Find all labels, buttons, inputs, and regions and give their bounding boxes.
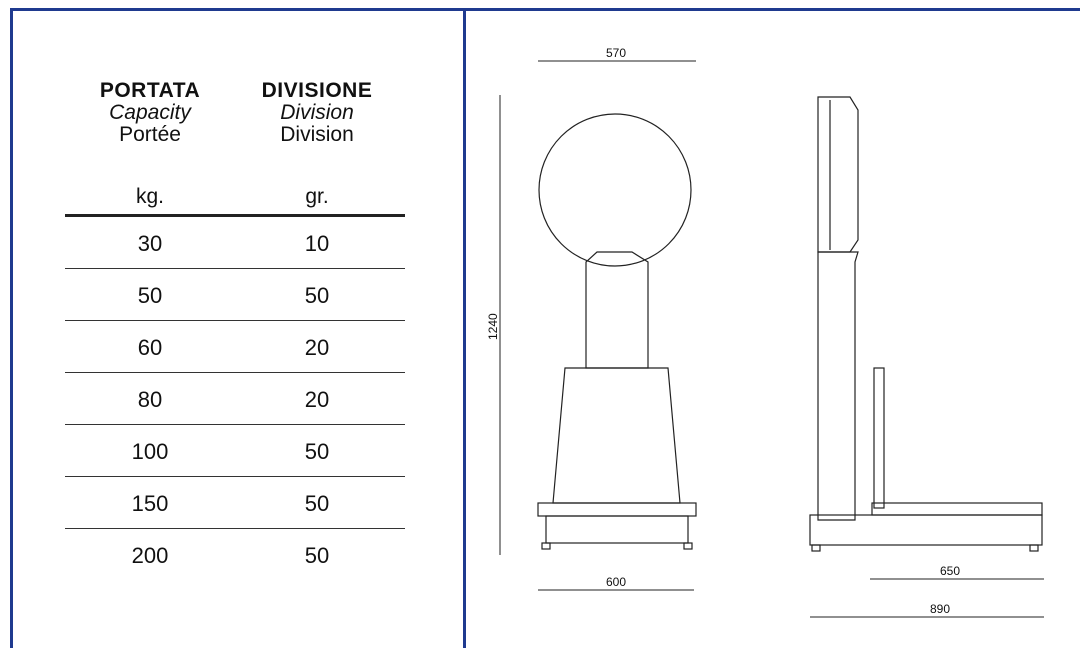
table-row: 150 50 <box>65 477 405 529</box>
platform-body-side <box>809 514 1043 546</box>
column-side <box>817 251 859 521</box>
foot-left-side <box>811 544 821 552</box>
dim-total-depth: 890 <box>930 602 950 616</box>
capacity-subtitle-en: Capacity <box>109 101 191 124</box>
division-header: DIVISIONE Division Division <box>222 80 412 146</box>
platform-body-front <box>545 515 689 544</box>
division-unit: gr. <box>305 185 329 208</box>
dial-circle <box>538 113 692 267</box>
division-cell: 10 <box>304 231 330 256</box>
table-row: 200 50 <box>65 529 405 581</box>
foot-right-side <box>1029 544 1039 552</box>
back-rail-side <box>873 367 885 509</box>
division-cell: 50 <box>304 439 330 464</box>
platform-top-front <box>537 502 697 517</box>
division-cell: 20 <box>304 335 330 360</box>
capacity-subtitle-fr: Portée <box>119 123 181 146</box>
dial-side <box>817 96 859 253</box>
table-row: 50 50 <box>65 269 405 321</box>
division-subtitle-en: Division <box>280 101 354 124</box>
base-pedestal-front <box>552 367 681 504</box>
scale-technical-drawing: 570 1240 600 650 890 <box>486 46 1044 618</box>
column-front <box>585 251 649 369</box>
row-divider <box>65 268 405 269</box>
dim-height: 1240 <box>486 313 500 340</box>
capacity-cell: 100 <box>131 439 169 464</box>
capacity-cell: 50 <box>137 283 163 308</box>
division-cell: 50 <box>304 491 330 516</box>
panel-divider <box>463 8 466 648</box>
capacity-cell: 80 <box>137 387 163 412</box>
row-divider <box>65 476 405 477</box>
dim-platform-depth: 650 <box>940 564 960 578</box>
table-row: 80 20 <box>65 373 405 425</box>
row-divider <box>65 528 405 529</box>
spec-table: 30 10 50 50 60 20 80 20 100 50 150 50 200 50 <box>65 217 405 581</box>
division-cell: 50 <box>304 283 330 308</box>
header-rule <box>65 214 405 217</box>
platform-top-side <box>871 502 1043 516</box>
capacity-header: PORTATA Capacity Portée <box>70 80 230 146</box>
page-frame <box>10 8 1080 648</box>
division-title: DIVISIONE <box>261 79 373 102</box>
table-row: 30 10 <box>65 217 405 269</box>
capacity-cell: 30 <box>137 231 163 256</box>
capacity-cell: 150 <box>131 491 169 516</box>
capacity-cell: 60 <box>137 335 163 360</box>
capacity-title: PORTATA <box>99 79 201 102</box>
capacity-unit: kg. <box>135 185 164 208</box>
capacity-cell: 200 <box>131 543 169 568</box>
row-divider <box>65 424 405 425</box>
row-divider <box>65 320 405 321</box>
table-row: 100 50 <box>65 425 405 477</box>
dim-top-width: 570 <box>606 46 626 60</box>
row-divider <box>65 372 405 373</box>
division-subtitle-fr: Division <box>280 123 354 146</box>
dim-base-width: 600 <box>606 575 626 589</box>
foot-left-front <box>541 542 551 550</box>
table-row: 60 20 <box>65 321 405 373</box>
foot-right-front <box>683 542 693 550</box>
division-cell: 20 <box>304 387 330 412</box>
division-cell: 50 <box>304 543 330 568</box>
